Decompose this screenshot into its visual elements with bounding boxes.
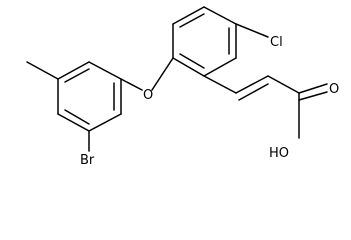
bond xyxy=(203,57,237,77)
aromatic-double-bond xyxy=(179,13,205,28)
vinyl-single-bond xyxy=(203,75,237,94)
bond xyxy=(57,113,90,132)
ether-bond-right xyxy=(151,57,174,91)
aromatic-double-bond xyxy=(179,53,205,69)
methyl-bond xyxy=(26,61,59,80)
aromatic-double-bond xyxy=(64,68,90,83)
vinyl-double-bond xyxy=(235,75,269,94)
bond xyxy=(203,6,237,25)
bond xyxy=(88,61,122,80)
ether-bond-left xyxy=(120,78,143,91)
chlorine-label: Cl xyxy=(270,35,283,50)
bond xyxy=(57,61,90,80)
aromatic-double-bond xyxy=(64,109,90,125)
carbonyl-double-bond xyxy=(298,83,328,94)
vinyl-double-bond-inner xyxy=(238,83,269,101)
carboxyl-single-bond xyxy=(267,75,300,94)
hydroxyl-label: HO xyxy=(269,146,289,161)
bond xyxy=(88,113,122,132)
bond xyxy=(172,6,205,25)
bromine-label: Br xyxy=(80,153,95,168)
chloro-bond xyxy=(235,23,269,38)
carbonyl-double-bond-inner xyxy=(298,91,328,101)
ether-oxygen-label: O xyxy=(143,88,153,103)
bond xyxy=(172,57,205,77)
chemical-structure: Cl O Br O HO xyxy=(26,6,339,168)
carbonyl-oxygen-label: O xyxy=(329,82,339,97)
benzene-ring-chlorophenyl xyxy=(172,6,237,77)
benzene-ring-bromophenyl xyxy=(57,61,122,132)
